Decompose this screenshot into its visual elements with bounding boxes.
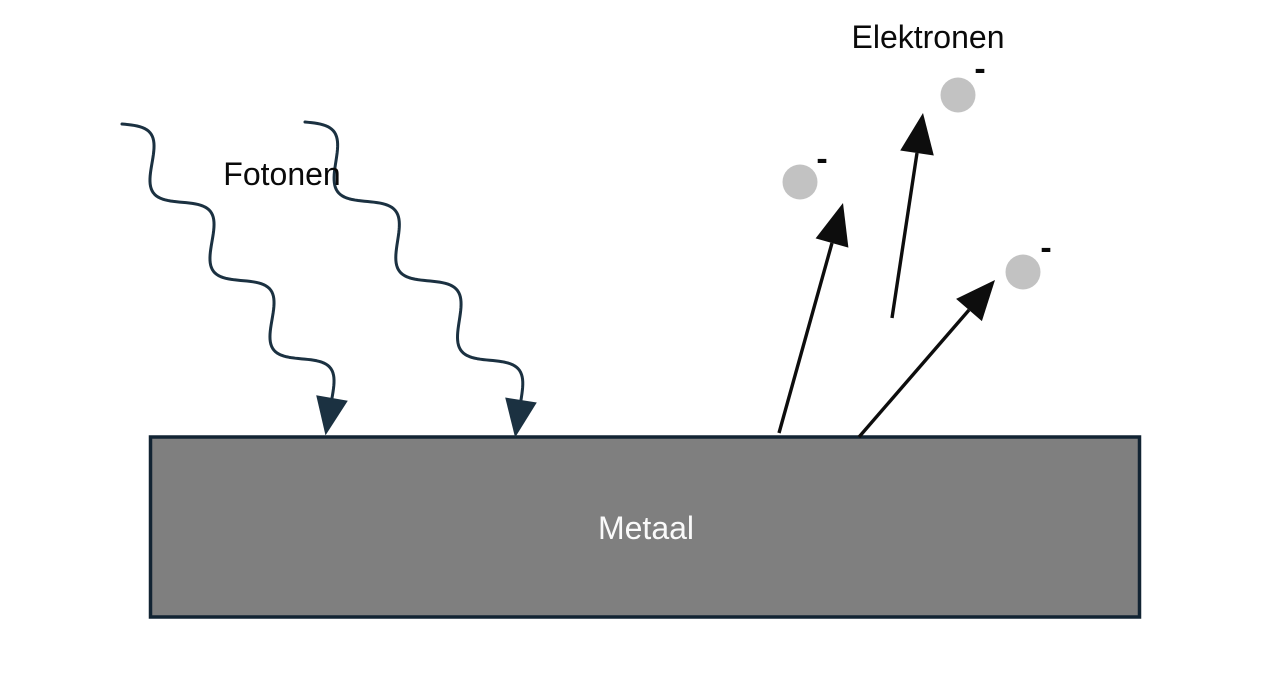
photons-label: Fotonen [223, 156, 340, 192]
photon-wave-1 [120, 122, 336, 400]
photon-arrowhead-2-icon [505, 397, 537, 438]
electrons-label: Elektronen [852, 19, 1005, 55]
electron-arrowhead-3-icon [956, 280, 995, 322]
metal-group: Metaal [148, 435, 1142, 619]
metal-slab [148, 435, 1142, 619]
photon-wave-2 [303, 120, 525, 402]
electron-arrowhead-1-icon [815, 203, 849, 248]
electron-3-particle-icon [1005, 254, 1041, 290]
electron-1: - [777, 140, 849, 434]
electron-2: - [890, 50, 986, 319]
electron-arrow-1 [777, 242, 834, 434]
electron-arrowhead-2-icon [900, 113, 934, 156]
electron-arrow-2 [890, 152, 919, 319]
electron-group: Elektronen - - - [777, 19, 1052, 439]
electron-1-charge: - [816, 140, 827, 178]
photon-group: Fotonen [120, 120, 537, 438]
electron-2-charge: - [974, 50, 985, 88]
electron-1-particle-icon [782, 164, 818, 200]
electron-3: - [857, 229, 1052, 439]
electron-3-charge: - [1040, 229, 1051, 267]
electron-2-particle-icon [940, 77, 976, 113]
photon-arrowhead-1-icon [316, 395, 348, 436]
metal-label: Metaal [598, 510, 694, 546]
electron-arrow-3 [857, 308, 971, 439]
